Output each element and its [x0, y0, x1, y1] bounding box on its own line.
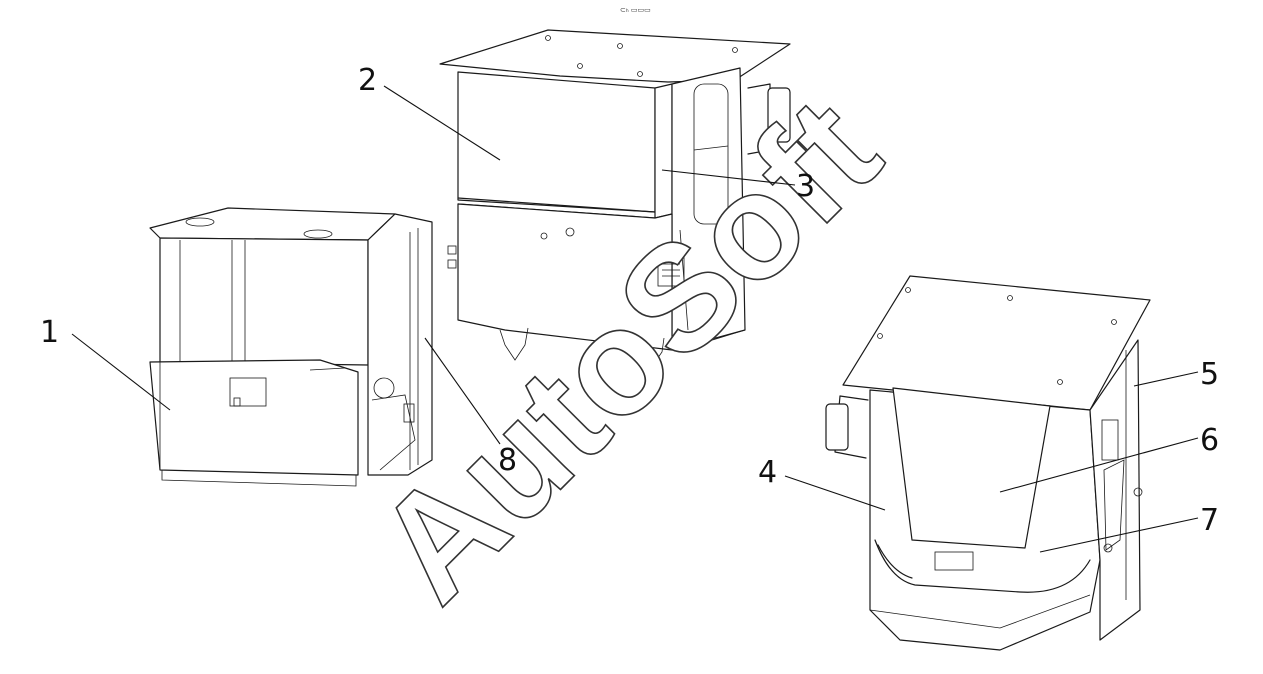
- callout-label-1: 1: [40, 315, 59, 350]
- callout-label-8: 8: [498, 443, 517, 478]
- callout-label-7: 7: [1200, 503, 1219, 538]
- callout-3: 3: [661, 169, 815, 204]
- left-cab-assembly: [149, 207, 433, 487]
- callout-4: 4: [758, 455, 886, 511]
- callout-8: 8: [424, 337, 517, 478]
- callout-1: 1: [40, 315, 171, 411]
- callout-label-3: 3: [796, 169, 815, 204]
- right-cab-assembly: [825, 275, 1151, 651]
- callout-6: 6: [999, 423, 1219, 493]
- callout-5: 5: [1133, 357, 1219, 392]
- middle-cab-assembly: [439, 29, 791, 363]
- callout-7: 7: [1039, 503, 1219, 553]
- callout-label-4: 4: [758, 455, 777, 490]
- callout-2: 2: [358, 63, 501, 161]
- callout-label-6: 6: [1200, 423, 1219, 458]
- callout-label-2: 2: [358, 63, 377, 98]
- header-note: ⊂ₕ ▭▭▭: [620, 6, 651, 14]
- callout-label-5: 5: [1200, 357, 1219, 392]
